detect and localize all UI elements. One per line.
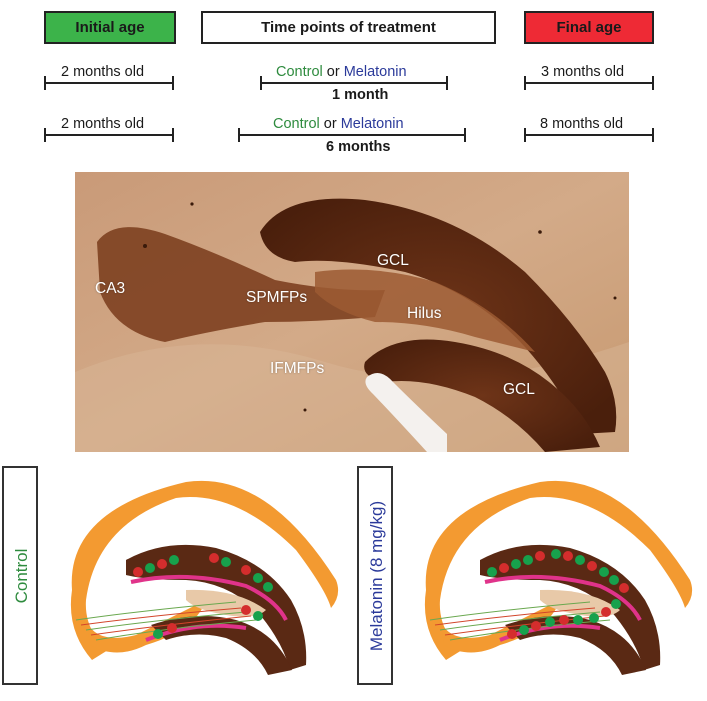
melatonin-text-1: Melatonin xyxy=(343,64,407,80)
initial-age-box: Initial age xyxy=(44,11,176,44)
control-panel-label: Control xyxy=(12,548,31,604)
control-schematic xyxy=(70,480,339,675)
label-gcl-top: GCL xyxy=(377,252,409,269)
initial-age-label: Initial age xyxy=(75,19,145,36)
neurons-melatonin-top xyxy=(487,549,629,593)
neurons-control-top xyxy=(133,553,273,592)
end-age-1: 3 months old xyxy=(541,64,625,80)
start-age-2: 2 months old xyxy=(61,116,145,132)
duration-1: 1 month xyxy=(332,87,389,103)
time-points-label: Time points of treatment xyxy=(261,19,436,36)
melatonin-text-2: Melatonin xyxy=(340,116,404,132)
start-age-1: 2 months old xyxy=(61,64,145,80)
treatment-label-1: Control or Melatonin xyxy=(276,64,407,80)
hippocampus-micrograph: CA3 SPMFPs GCL Hilus IFMFPs GCL xyxy=(75,172,629,452)
duration-2: 6 months xyxy=(326,139,391,155)
melatonin-schematic xyxy=(424,480,693,675)
start-line-1 xyxy=(44,82,174,84)
start-line-2 xyxy=(44,134,174,136)
final-age-box: Final age xyxy=(524,11,654,44)
melatonin-panel-label-box: Melatonin (8 mg/kg) xyxy=(357,466,393,685)
label-ifmfps: IFMFPs xyxy=(270,360,325,377)
label-hilus: Hilus xyxy=(407,305,442,322)
label-ca3: CA3 xyxy=(95,280,126,297)
treatment-label-2: Control or Melatonin xyxy=(273,116,404,132)
control-panel-label-box: Control xyxy=(2,466,38,685)
end-line-1 xyxy=(524,82,654,84)
time-points-box: Time points of treatment xyxy=(201,11,496,44)
final-age-label: Final age xyxy=(556,19,622,36)
neurons-control-bottom xyxy=(153,605,263,639)
melatonin-panel-label: Melatonin (8 mg/kg) xyxy=(367,500,386,652)
treatment-line-1 xyxy=(260,82,448,84)
neurons-melatonin-bottom xyxy=(507,599,621,639)
control-text-2: Control xyxy=(273,116,320,132)
end-line-2 xyxy=(524,134,654,136)
end-age-2: 8 months old xyxy=(540,116,624,132)
label-gcl-bottom: GCL xyxy=(503,381,535,398)
label-spmfps: SPMFPs xyxy=(246,289,308,306)
treatment-line-2 xyxy=(238,134,466,136)
micrograph-image xyxy=(75,172,629,452)
hippocampus-schematic-control xyxy=(70,480,339,675)
control-text-1: Control xyxy=(276,64,323,80)
hippocampus-schematic-melatonin xyxy=(424,480,693,675)
